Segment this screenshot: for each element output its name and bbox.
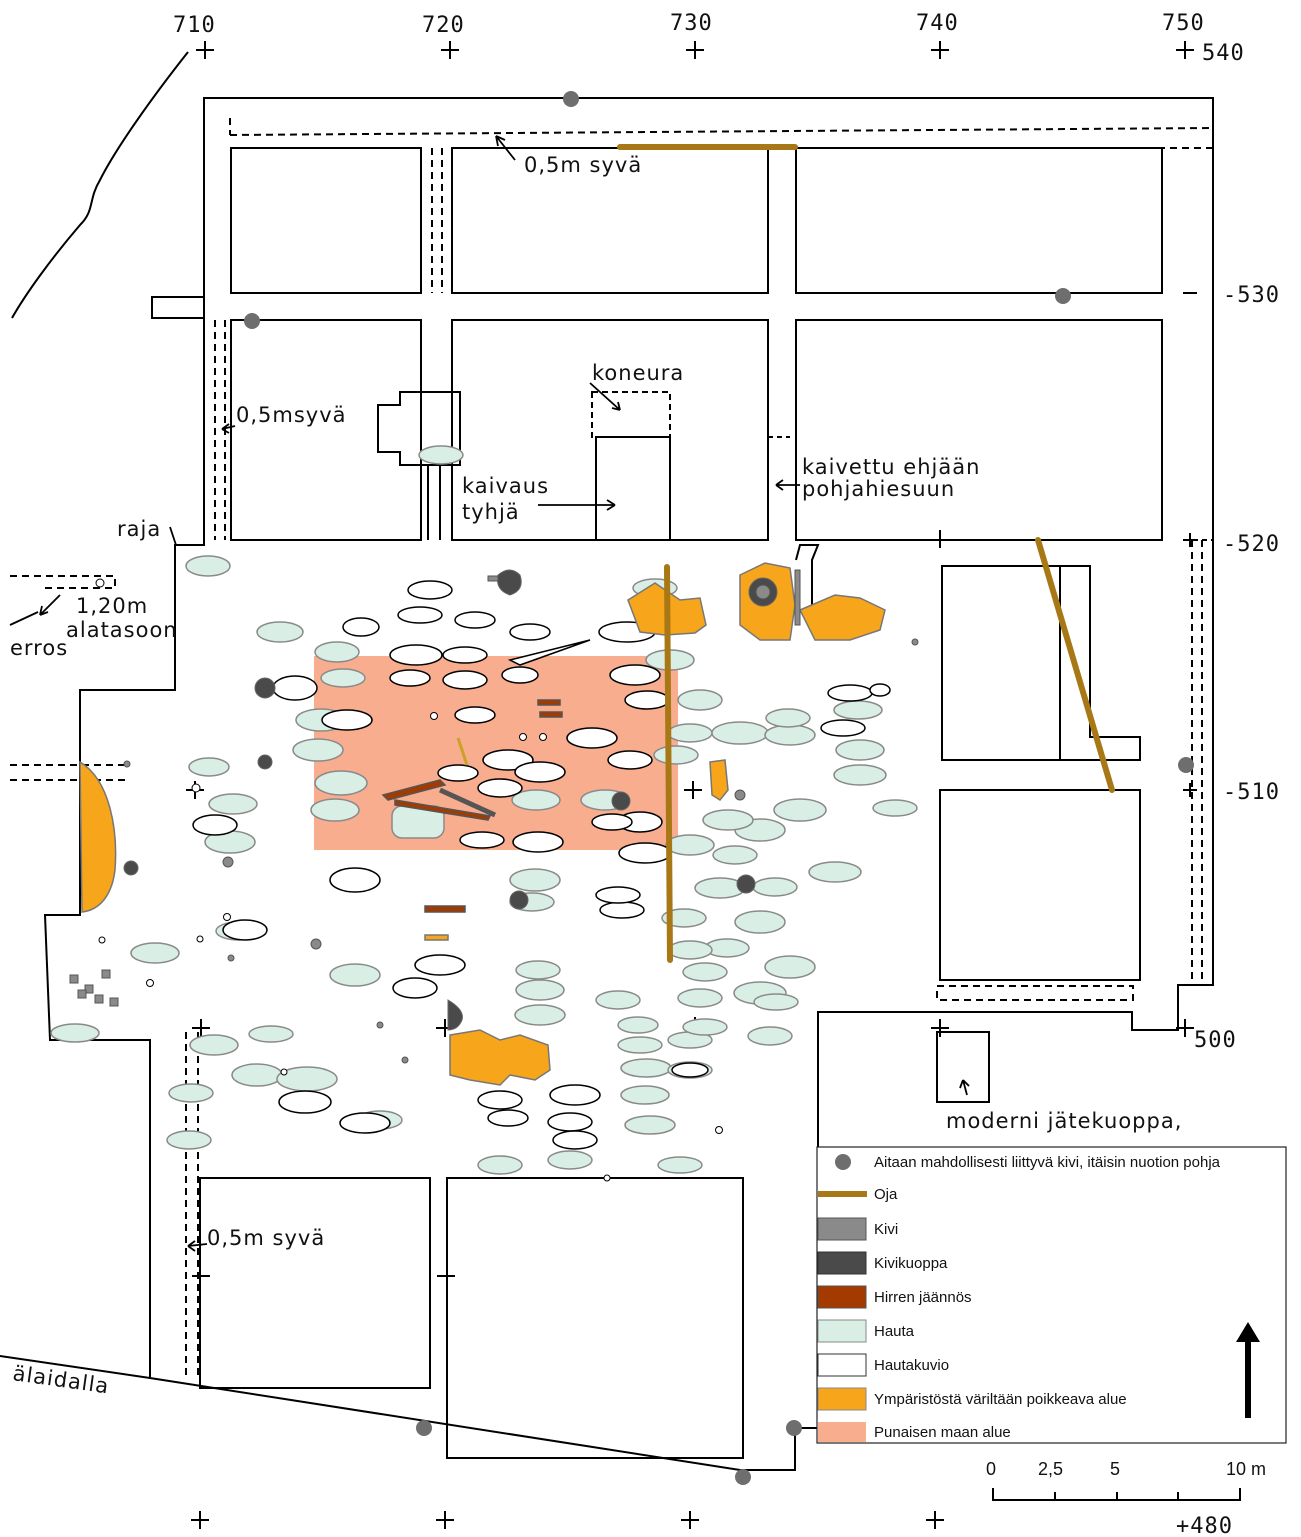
note-erros: erros bbox=[10, 636, 68, 660]
legend-label-kivikuoppa: Kivikuoppa bbox=[874, 1255, 948, 1272]
y-label-530: -530 bbox=[1223, 283, 1280, 308]
legend-label-fence-stone: Aitaan mahdollisesti liittyvä kivi, itäi… bbox=[874, 1154, 1221, 1171]
note-moderni: moderni jätekuoppa, bbox=[946, 1109, 1182, 1133]
postholes bbox=[95, 578, 723, 1182]
north-arrow-icon bbox=[1236, 1322, 1260, 1418]
scale-label-5: 5 bbox=[1110, 1459, 1120, 1479]
timber-remains bbox=[381, 699, 563, 913]
legend-label-oja: Oja bbox=[874, 1186, 898, 1203]
note-raja: raja bbox=[117, 517, 161, 541]
grave-patterns bbox=[192, 580, 891, 1150]
note-deep-left: 0,5msyvä bbox=[236, 403, 347, 427]
note-120m: 1,20m bbox=[76, 594, 148, 618]
old-boundary-line bbox=[11, 51, 189, 319]
y-label-500: 500 bbox=[1194, 1028, 1237, 1053]
legend-label-red-soil: Punaisen maan alue bbox=[874, 1424, 1011, 1441]
legend-label-kivi: Kivi bbox=[874, 1221, 898, 1238]
graves bbox=[50, 445, 918, 1175]
y-label-510: -510 bbox=[1223, 780, 1280, 805]
note-laidalla: älaidalla bbox=[11, 1361, 111, 1398]
x-label-720: 720 bbox=[422, 13, 465, 38]
y-label-480: +480 bbox=[1176, 1514, 1233, 1537]
legend: Aitaan mahdollisesti liittyvä kivi, itäi… bbox=[816, 1146, 1287, 1444]
y-label-520: -520 bbox=[1223, 532, 1280, 557]
note-tyhja: tyhjä bbox=[462, 500, 520, 524]
note-kaivaus: kaivaus bbox=[462, 474, 549, 498]
legend-label-hirren: Hirren jäännös bbox=[874, 1289, 972, 1306]
fence-stones bbox=[244, 91, 1194, 1485]
note-deep-top: 0,5m syvä bbox=[524, 153, 642, 177]
x-label-750: 750 bbox=[1162, 11, 1205, 36]
legend-label-hautakuvio: Hautakuvio bbox=[874, 1357, 949, 1374]
ditches bbox=[617, 144, 1115, 963]
scale-bar: 0 2,5 5 10 m bbox=[986, 1459, 1266, 1501]
scale-label-0: 0 bbox=[986, 1459, 996, 1479]
excavation-boundary bbox=[43, 97, 1214, 1471]
y-label-540: 540 bbox=[1202, 41, 1245, 66]
x-label-740: 740 bbox=[916, 11, 959, 36]
note-alatasoon: alatasoon bbox=[66, 618, 178, 642]
note-kaivettu-1: kaivettu ehjään bbox=[802, 455, 980, 479]
scale-label-10m: 10 m bbox=[1226, 1459, 1266, 1479]
note-koneura: koneura bbox=[592, 361, 684, 385]
scale-label-2-5: 2,5 bbox=[1038, 1459, 1063, 1479]
annotation-arrows bbox=[9, 135, 970, 1252]
x-label-710: 710 bbox=[173, 13, 216, 38]
legend-label-hauta: Hauta bbox=[874, 1323, 915, 1340]
legend-label-orange: Ympäristöstä väriltään poikkeava alue bbox=[874, 1391, 1127, 1408]
note-kaivettu-2: pohjahiesuun bbox=[802, 477, 955, 501]
x-label-730: 730 bbox=[670, 11, 713, 36]
stone-pits bbox=[123, 569, 778, 1031]
stones bbox=[69, 569, 919, 1064]
note-deep-bottom: 0,5m syvä bbox=[207, 1226, 325, 1250]
